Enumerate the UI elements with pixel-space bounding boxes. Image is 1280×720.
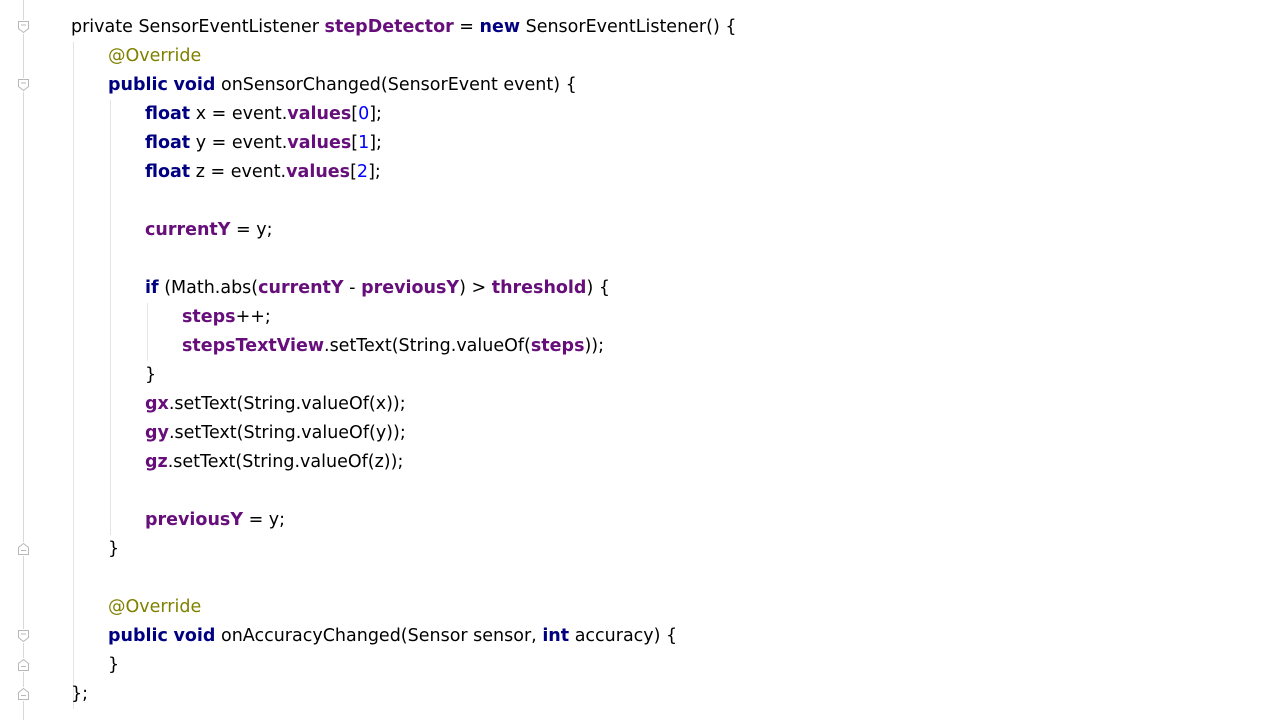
code-token: = y;: [243, 510, 286, 530]
code-token: gz: [145, 452, 168, 472]
indent-guide: [147, 303, 148, 361]
code-token: [: [350, 162, 357, 182]
code-token: onAccuracyChanged(Sensor sensor,: [215, 626, 543, 646]
code-token: ];: [369, 133, 382, 153]
code-token: stepsTextView: [182, 336, 324, 356]
code-token: 2: [356, 162, 369, 182]
code-token: = y;: [230, 220, 273, 240]
code-line[interactable]: };: [71, 680, 88, 709]
editor-gutter: [0, 0, 36, 720]
code-token: onSensorChanged(SensorEvent event) {: [215, 75, 577, 95]
code-line[interactable]: public void onAccuracyChanged(Sensor sen…: [108, 622, 677, 651]
code-token: (Math.abs(: [158, 278, 259, 298]
code-token: previousY: [145, 510, 244, 530]
code-token: ) {: [586, 278, 610, 298]
code-line[interactable]: float y = event.values[1];: [145, 129, 382, 158]
code-token: previousY: [361, 278, 460, 298]
code-token: public: [108, 626, 168, 646]
code-token: [: [351, 133, 359, 153]
code-line[interactable]: float z = event.values[2];: [145, 158, 381, 187]
code-token: 0: [358, 104, 370, 124]
code-token: .setText(String.valueOf(: [324, 336, 531, 356]
code-line[interactable]: }: [108, 535, 119, 564]
code-token: values: [287, 104, 352, 124]
code-token: =: [453, 17, 480, 37]
code-token: @Override: [108, 597, 202, 617]
code-token: threshold: [491, 278, 587, 298]
code-token: void: [173, 626, 216, 646]
code-token: ));: [584, 336, 605, 356]
code-token: ];: [369, 104, 382, 124]
code-token: }: [108, 539, 120, 559]
code-token: .setText(String.valueOf(x));: [168, 394, 406, 414]
code-token: z = event.: [190, 162, 287, 182]
code-line[interactable]: previousY = y;: [145, 506, 285, 535]
code-token: }: [108, 655, 120, 675]
code-token: y = event.: [190, 133, 288, 153]
code-token: ) >: [459, 278, 492, 298]
code-line[interactable]: }: [145, 361, 156, 390]
code-token: int: [542, 626, 570, 646]
code-token: stepDetector: [324, 17, 454, 37]
code-token: gx: [145, 394, 169, 414]
fold-open-icon[interactable]: [17, 20, 30, 34]
code-token: SensorEventListener: [138, 17, 325, 37]
fold-open-icon[interactable]: [17, 78, 30, 92]
code-token: steps: [182, 307, 236, 327]
code-token: accuracy) {: [569, 626, 678, 646]
code-token: };: [71, 684, 89, 704]
code-token: @Override: [108, 46, 202, 66]
code-line[interactable]: stepsTextView.setText(String.valueOf(ste…: [182, 332, 604, 361]
code-token: float: [145, 162, 191, 182]
code-token: .setText(String.valueOf(y));: [168, 423, 406, 443]
code-token: 1: [358, 133, 370, 153]
code-line[interactable]: gz.setText(String.valueOf(z));: [145, 448, 403, 477]
code-token: ++;: [235, 307, 271, 327]
code-token: if: [145, 278, 159, 298]
code-line[interactable]: gx.setText(String.valueOf(x));: [145, 390, 406, 419]
code-token: .setText(String.valueOf(z));: [167, 452, 404, 472]
code-token: public: [108, 75, 168, 95]
indent-guide: [110, 100, 111, 535]
code-line[interactable]: public void onSensorChanged(SensorEvent …: [108, 71, 577, 100]
code-token: values: [287, 133, 352, 153]
code-token: currentY: [145, 220, 231, 240]
code-token: }: [145, 365, 157, 385]
code-line[interactable]: private SensorEventListener stepDetector…: [71, 13, 736, 42]
code-line[interactable]: @Override: [108, 593, 201, 622]
fold-close-icon[interactable]: [17, 542, 30, 556]
code-token: private: [71, 17, 139, 37]
code-token: gy: [145, 423, 169, 443]
code-token: currentY: [258, 278, 344, 298]
indent-guide: [73, 42, 74, 709]
code-token: float: [145, 133, 191, 153]
code-line[interactable]: @Override: [108, 42, 201, 71]
gutter-divider: [23, 0, 24, 720]
code-line[interactable]: }: [108, 651, 119, 680]
code-token: SensorEventListener() {: [520, 17, 737, 37]
fold-close-icon[interactable]: [17, 658, 30, 672]
code-line[interactable]: gy.setText(String.valueOf(y));: [145, 419, 406, 448]
fold-close-icon[interactable]: [17, 687, 30, 701]
code-token: void: [173, 75, 216, 95]
code-token: x = event.: [190, 104, 288, 124]
code-token: values: [286, 162, 351, 182]
code-line[interactable]: float x = event.values[0];: [145, 100, 382, 129]
code-token: float: [145, 104, 191, 124]
code-line[interactable]: steps++;: [182, 303, 271, 332]
code-token: steps: [530, 336, 585, 356]
code-token: [: [351, 104, 359, 124]
fold-open-icon[interactable]: [17, 629, 30, 643]
code-token: -: [343, 278, 362, 298]
code-line[interactable]: if (Math.abs(currentY - previousY) > thr…: [145, 274, 610, 303]
code-line[interactable]: currentY = y;: [145, 216, 273, 245]
code-token: new: [479, 17, 521, 37]
code-token: ];: [368, 162, 381, 182]
